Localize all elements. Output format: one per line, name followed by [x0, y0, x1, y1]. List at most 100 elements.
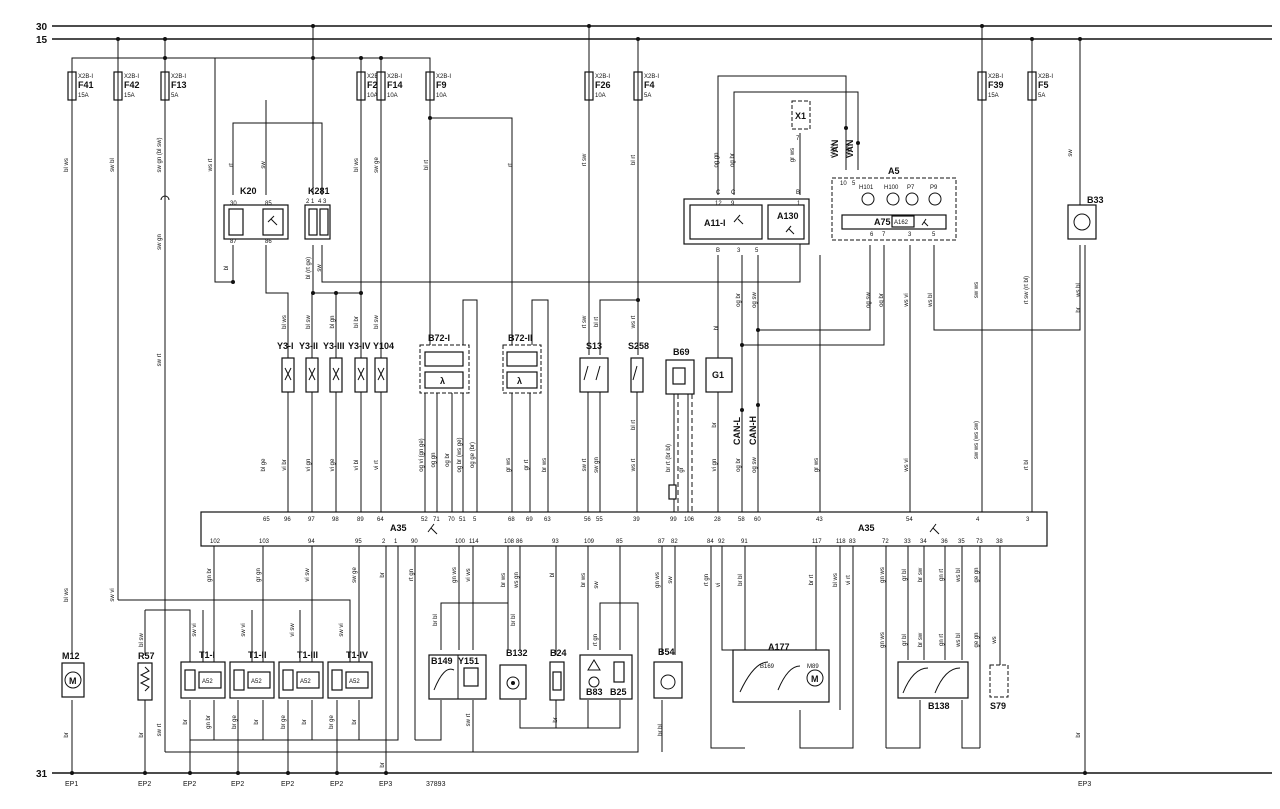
a52-label: A52	[202, 679, 213, 685]
wire-color-label: bl	[224, 266, 230, 271]
ground-point-label: EP2	[231, 781, 244, 788]
power-rails: 30 15 31	[36, 22, 1272, 780]
p9-label: P9	[930, 185, 938, 191]
rail-15-label: 15	[36, 35, 48, 46]
coil-label: T1-I	[199, 650, 215, 660]
wire-color-label: br bl	[658, 724, 664, 736]
svg-text:5: 5	[932, 232, 936, 238]
a35-top-pin: 58	[738, 517, 745, 523]
fuse-rating: 5A	[1038, 93, 1045, 99]
wire-color-label: bl	[714, 326, 720, 331]
wire-color-label: vi bl	[354, 460, 360, 471]
wire-color-label: bl gn	[330, 315, 336, 328]
wire-color-label: VAN	[831, 144, 837, 156]
a35-top-pin: 106	[684, 517, 695, 523]
wire-color-label: rt bl	[1024, 460, 1030, 470]
wire-color-label: og vi (gn ge)	[419, 438, 425, 471]
svg-text:87: 87	[230, 239, 237, 245]
wire-color-label: br	[64, 732, 70, 737]
a35-bottom-pin: 109	[584, 539, 595, 545]
a35-bottom-pin: 102	[210, 539, 221, 545]
wire-color-label: VAN	[846, 144, 852, 156]
b83-label: B83	[586, 687, 603, 697]
svg-text:86: 86	[265, 239, 272, 245]
fuse-name: F14	[387, 80, 403, 90]
wire-color-label: og gn	[431, 452, 437, 467]
wire-color-label: br bl	[738, 574, 744, 586]
wire-color-label: gn ws	[880, 632, 886, 648]
svg-text:10: 10	[840, 181, 847, 187]
a130-label: A130	[777, 211, 799, 221]
wire-color-label: rt sw	[582, 153, 588, 166]
fuse-group: X2B-IF4115AX2B-IF4215AX2B-IF135AX2B-IF25…	[67, 71, 1053, 101]
svg-text:2 1: 2 1	[306, 199, 315, 205]
fuse-name: F5	[1038, 80, 1049, 90]
lower-wires	[70, 546, 1087, 775]
coil-label: T1-III	[297, 650, 318, 660]
wire-color-label: bl ws	[64, 588, 70, 602]
wire-color-label: sw ws	[974, 282, 980, 298]
a35-bottom-pin: 34	[920, 539, 927, 545]
wire-color-label: og gn	[714, 152, 720, 167]
wire-color-label: sw rt	[157, 353, 163, 366]
fuse-conn: X2B-I	[644, 74, 659, 80]
wire-color-label: vi gn	[306, 459, 312, 472]
wire-color-label: bl ge	[261, 458, 267, 472]
van-label-1: VAN	[830, 140, 840, 158]
wire-color-label: ws bl	[1076, 283, 1082, 298]
fuse-rating: 15A	[124, 93, 135, 99]
can-l-label: CAN-L	[732, 417, 742, 445]
wire-color-label: og br (ws ge)	[457, 437, 463, 472]
a35-bottom-pin: 73	[976, 539, 983, 545]
wire-color-label: ws vi	[904, 458, 910, 472]
wire-color-label: br ge	[232, 715, 238, 729]
k281-label: K281	[308, 186, 330, 196]
wire-color-label: br ws	[542, 458, 548, 472]
a35-bottom-pin: 90	[411, 539, 418, 545]
wire-color-label: sw vi	[339, 623, 345, 636]
b138-label: B138	[928, 701, 950, 711]
drawing-reference: 37893	[426, 781, 446, 788]
a35-bottom-pin: 92	[718, 539, 725, 545]
b33-label: B33	[1087, 195, 1104, 205]
wire-color-label: bl (rt ge)	[306, 257, 312, 279]
wire-color-label: sw vi	[192, 623, 198, 636]
fuse-conn: X2B-I	[367, 74, 382, 80]
a35-bottom-pin: 35	[958, 539, 965, 545]
ground-point-label: EP2	[138, 781, 151, 788]
fuse-rating: 10A	[367, 93, 378, 99]
wire-color-label: rt gn	[409, 569, 415, 581]
wire-color-label: rt sw	[582, 315, 588, 328]
injector	[374, 357, 388, 512]
wire-color-label: og br	[445, 453, 451, 467]
a35-bottom-pin: 87	[658, 539, 665, 545]
wire-color-label: ws gn	[514, 572, 520, 589]
svg-text:C: C	[716, 190, 721, 196]
wire-color-label: br	[183, 719, 189, 724]
wire-color-label: br	[139, 732, 145, 737]
ground-point-label: EP2	[183, 781, 196, 788]
wire-color-label: rt gn	[593, 634, 599, 646]
wire-color-label: ws	[992, 636, 998, 644]
wire-color-label: rt sw (rt bl)	[1024, 276, 1030, 304]
wire-color-label: sw bl	[110, 158, 116, 172]
wire-color-label: gr bl	[902, 634, 908, 646]
wire-color-label: bl br	[354, 316, 360, 328]
a35-top-pin: 69	[526, 517, 533, 523]
wire-color-label: br bl	[433, 614, 439, 626]
sensor-b33: B33	[1067, 195, 1104, 240]
b132-label: B132	[506, 648, 528, 658]
wire-color-label: og br	[879, 293, 885, 307]
connector-x1: X1 7	[791, 100, 811, 142]
fuse-conn: X2B-I	[171, 74, 186, 80]
b72i-label: B72-I	[428, 333, 450, 343]
a35-bottom-pin: 85	[616, 539, 623, 545]
a35-top-pin: 68	[508, 517, 515, 523]
fuse-conn: X2B-I	[595, 74, 610, 80]
fuse-rating: 10A	[387, 93, 398, 99]
a35-bottom-pin: 2	[382, 539, 386, 545]
